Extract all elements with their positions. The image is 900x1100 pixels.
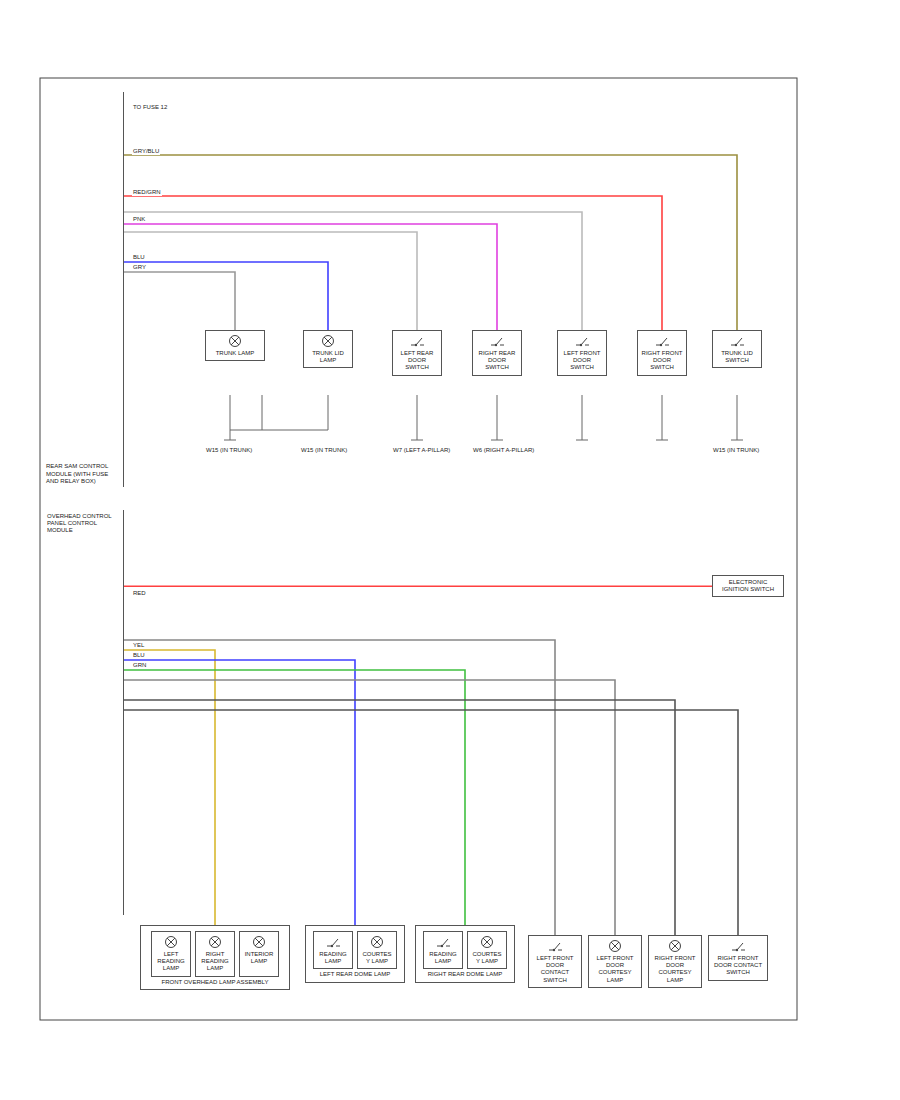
wire (124, 155, 737, 330)
component-label: LEFT FRONT DOOR CONTACT SWITCH (532, 955, 578, 984)
component-label: COURTESY LAMP (361, 951, 393, 965)
component-label: LEFT REAR DOOR SWITCH (396, 350, 438, 372)
component-box: ELECTRONIC IGNITION SWITCH (712, 575, 784, 597)
wire-label: GRN (132, 662, 147, 669)
lamp-component: RIGHT FRONT DOOR COURTESY LAMP (648, 935, 702, 988)
switch-symbol (435, 935, 451, 949)
wire-label: W15 (IN TRUNK) (300, 447, 348, 454)
component-label: RIGHT FRONT DOOR COURTESY LAMP (652, 955, 698, 984)
wire (124, 232, 417, 330)
lamp-symbol (607, 939, 623, 953)
component-box: LEFT READING LAMP RIGHT READING LAMP INTER… (140, 925, 290, 990)
switch-symbol (654, 334, 670, 348)
lamp-symbol (227, 334, 243, 348)
lamp-symbol (207, 935, 223, 949)
component-box: READING LAMP COURTESY LAMP LEFT REAR DOME … (305, 925, 405, 983)
component-box: READING LAMP COURTESY LAMP RIGHT REAR DOME… (415, 925, 515, 983)
component-label: READING LAMP (427, 951, 459, 965)
component-label: RIGHT READING LAMP (199, 951, 231, 973)
lamp-symbol (251, 935, 267, 949)
switch-component: RIGHT FRONT DOOR CONTACT SWITCH (708, 935, 768, 981)
wire (124, 650, 215, 925)
switch-symbol (325, 935, 341, 949)
switch-component: LEFT FRONT DOOR SWITCH (557, 330, 607, 376)
component-label: ELECTRONIC IGNITION SWITCH (716, 579, 780, 593)
component-label: TRUNK LID LAMP (307, 350, 349, 364)
wire-label: TO FUSE 12 (132, 104, 168, 111)
lamp-component: TRUNK LAMP (205, 330, 265, 361)
wire-label: YEL (132, 642, 145, 649)
wire (124, 196, 662, 330)
switch-component: RIGHT REAR DOOR SWITCH (472, 330, 522, 376)
wire (124, 670, 465, 925)
switch-symbol (729, 334, 745, 348)
lamp-symbol (163, 935, 179, 949)
switch-symbol (547, 939, 563, 953)
component-label: READING LAMP (317, 951, 349, 965)
component-label: COURTESY LAMP (471, 951, 503, 965)
lamp-symbol (479, 935, 495, 949)
switch-component: READING LAMP (423, 931, 463, 969)
wire (124, 262, 328, 330)
wire-label: PNK (132, 216, 146, 223)
lamp-component: LEFT FRONT DOOR COURTESY LAMP (588, 935, 642, 988)
switch-symbol (489, 334, 505, 348)
wire-label: BLU (132, 254, 146, 261)
control-module: REAR SAM CONTROL MODULE (WITH FUSE AND R… (44, 92, 124, 487)
wire-label: RED/GRN (132, 189, 162, 196)
frame-border (40, 78, 797, 1020)
switch-symbol (574, 334, 590, 348)
lamp-component: INTERIOR LAMP (239, 931, 279, 977)
wire-label: W15 (IN TRUNK) (205, 447, 253, 454)
wire (124, 710, 738, 935)
ground-leads (230, 395, 737, 440)
wire (124, 212, 582, 330)
component-label: OVERHEAD CONTROL PANEL CONTROL MODULE (47, 513, 120, 535)
switch-symbol (409, 334, 425, 348)
switch-component: READING LAMP (313, 931, 353, 969)
lamp-symbol (369, 935, 385, 949)
wire-label: W6 (RIGHT A-PILLAR) (472, 447, 535, 454)
lamp-component: TRUNK LID LAMP (303, 330, 353, 368)
switch-component: LEFT FRONT DOOR CONTACT SWITCH (528, 935, 582, 988)
switch-component: TRUNK LID SWITCH (712, 330, 762, 368)
component-label: INTERIOR LAMP (243, 951, 275, 965)
component-label: FRONT OVERHEAD LAMP ASSEMBLY (144, 979, 286, 986)
lamp-component: LEFT READING LAMP (151, 931, 191, 977)
component-label: LEFT FRONT DOOR COURTESY LAMP (592, 955, 638, 984)
control-module: OVERHEAD CONTROL PANEL CONTROL MODULE (44, 510, 124, 915)
switch-component: RIGHT FRONT DOOR SWITCH (637, 330, 687, 376)
component-label: RIGHT REAR DOME LAMP (419, 971, 511, 978)
lamp-component: COURTESY LAMP (357, 931, 397, 969)
wire (124, 640, 555, 935)
lamp-symbol (667, 939, 683, 953)
component-label: LEFT READING LAMP (155, 951, 187, 973)
switch-component: LEFT REAR DOOR SWITCH (392, 330, 442, 376)
component-label: REAR SAM CONTROL MODULE (WITH FUSE AND R… (46, 463, 119, 485)
component-label: TRUNK LAMP (209, 350, 261, 357)
wire (124, 585, 712, 587)
wire (124, 680, 615, 935)
wire (124, 224, 497, 330)
component-label: LEFT REAR DOME LAMP (309, 971, 401, 978)
component-label: LEFT FRONT DOOR SWITCH (561, 350, 603, 372)
wire-label: W15 (IN TRUNK) (712, 447, 760, 454)
wire (124, 700, 675, 935)
wire-label: W7 (LEFT A-PILLAR) (392, 447, 451, 454)
lamp-symbol (320, 334, 336, 348)
component-label: RIGHT FRONT DOOR SWITCH (641, 350, 683, 372)
wire-label: GRY/BLU (132, 148, 160, 155)
wire-label: GRY (132, 264, 147, 271)
lamp-component: COURTESY LAMP (467, 931, 507, 969)
wire-label: BLU (132, 652, 146, 659)
wire-label: RED (132, 590, 147, 597)
wire (124, 272, 235, 330)
ground-symbols (224, 440, 743, 441)
switch-symbol (730, 939, 746, 953)
component-label: RIGHT FRONT DOOR CONTACT SWITCH (712, 955, 764, 977)
lamp-component: RIGHT READING LAMP (195, 931, 235, 977)
component-label: RIGHT REAR DOOR SWITCH (476, 350, 518, 372)
component-label: TRUNK LID SWITCH (716, 350, 758, 364)
